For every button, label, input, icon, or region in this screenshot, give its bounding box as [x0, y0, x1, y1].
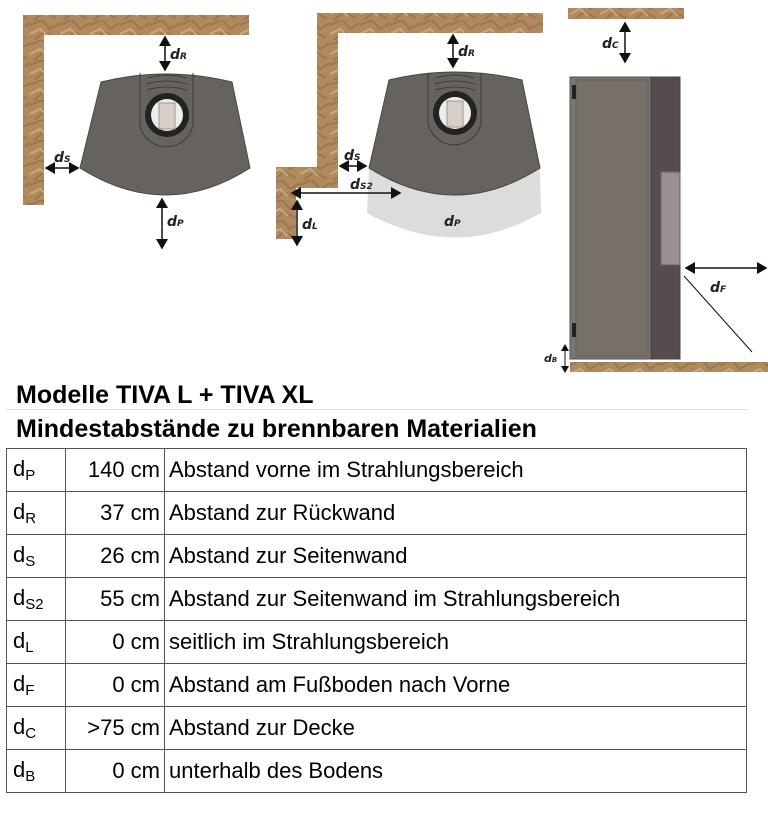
- value-cell: 26 cm: [65, 534, 165, 578]
- description-cell: Abstand zur Decke: [164, 706, 747, 750]
- dR-label: dR: [170, 47, 187, 63]
- symbol: d: [13, 542, 26, 567]
- symbol-cell: dF: [6, 663, 66, 707]
- dC-label: dC: [602, 36, 619, 52]
- value-cell: 0 cm: [65, 663, 165, 707]
- dF-label: dF: [710, 280, 727, 296]
- symbol-cell: dB: [6, 749, 66, 793]
- description-cell: unterhalb des Bodens: [164, 749, 747, 793]
- symbol-subscript: S: [25, 553, 36, 570]
- description-cell: Abstand zur Seitenwand im Strahlungsbere…: [164, 577, 747, 621]
- floor: [570, 362, 768, 372]
- ceiling: [568, 8, 684, 19]
- dS-label: dS: [54, 150, 71, 166]
- dB-label: dB: [544, 352, 557, 365]
- symbol-cell: dS2: [6, 577, 66, 621]
- value-cell: 140 cm: [65, 448, 165, 492]
- dS-label: dS: [344, 148, 361, 164]
- symbol-cell: dR: [6, 491, 66, 535]
- value-cell: 0 cm: [65, 749, 165, 793]
- stove-top-view: [79, 73, 251, 196]
- symbol: d: [13, 585, 26, 610]
- clearance-diagram: dR dS dP dR dS dS2 dL dP dC: [23, 8, 768, 373]
- symbol-subscript: S2: [25, 596, 44, 613]
- symbol: d: [13, 714, 26, 739]
- description-cell: Abstand vorne im Strahlungsbereich: [164, 448, 747, 492]
- symbol-subscript: L: [25, 639, 34, 656]
- symbol: d: [13, 671, 26, 696]
- symbol-subscript: C: [25, 725, 37, 742]
- wall: [276, 13, 543, 239]
- table-subtitle: Mindestabstände zu brennbaren Materialie…: [16, 415, 537, 443]
- symbol: d: [13, 499, 26, 524]
- symbol-subscript: F: [25, 682, 35, 699]
- description-cell: Abstand zur Seitenwand: [164, 534, 747, 578]
- side-view: dC dF dB: [544, 8, 768, 373]
- symbol-subscript: R: [25, 510, 37, 527]
- value-cell: 55 cm: [65, 577, 165, 621]
- radiation-zone: [367, 168, 541, 238]
- top-view-corner: dR dS dP: [23, 15, 251, 250]
- symbol-cell: dP: [6, 448, 66, 492]
- stove-side-view: [569, 76, 681, 360]
- symbol: d: [13, 456, 26, 481]
- table-title: Modelle TIVA L + TIVA XL: [6, 382, 748, 410]
- value-cell: 37 cm: [65, 491, 165, 535]
- symbol-subscript: B: [25, 768, 36, 785]
- value-cell: >75 cm: [65, 706, 165, 750]
- stove-top-view: [368, 71, 541, 196]
- description-cell: Abstand zur Rückwand: [164, 491, 747, 535]
- description-cell: seitlich im Strahlungsbereich: [164, 620, 747, 664]
- dP-label: dP: [167, 214, 184, 230]
- dP-label: dP: [444, 214, 461, 230]
- dS2-label: dS2: [350, 177, 373, 193]
- dR-label: dR: [458, 44, 475, 60]
- wall: [23, 15, 249, 205]
- dL-label: dL: [302, 217, 318, 233]
- value-cell: 0 cm: [65, 620, 165, 664]
- description-cell: Abstand am Fußboden nach Vorne: [164, 663, 747, 707]
- symbol-cell: dL: [6, 620, 66, 664]
- top-view-step-wall: dR dS dS2 dL dP: [276, 13, 543, 247]
- symbol-subscript: P: [25, 467, 36, 484]
- symbol: d: [13, 757, 26, 782]
- symbol-cell: dC: [6, 706, 66, 750]
- radiation-boundary-line: [683, 275, 753, 353]
- symbol-cell: dS: [6, 534, 66, 578]
- symbol: d: [13, 628, 26, 653]
